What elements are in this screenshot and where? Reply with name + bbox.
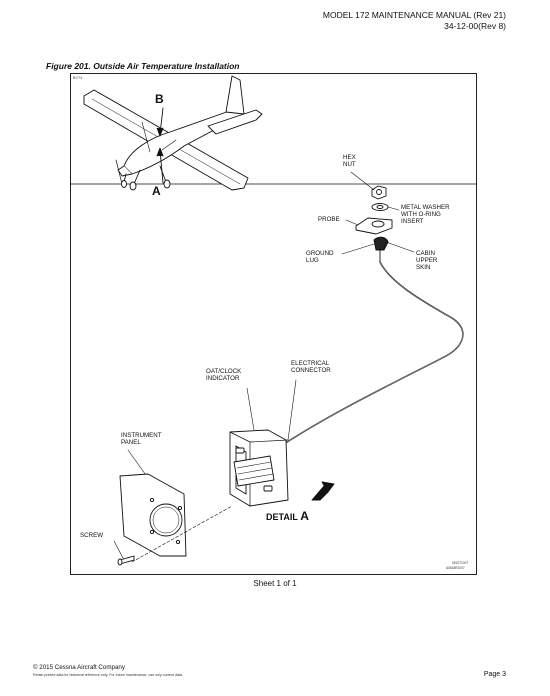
label-oat-clock-indicator: OAT/CLOCK INDICATOR xyxy=(206,368,242,383)
probe-cable xyxy=(283,261,464,445)
sheet-number: Sheet 1 of 1 xyxy=(253,579,297,588)
label-metal-washer: METAL WASHER WITH O-RING INSERT xyxy=(401,204,450,226)
instrument-panel xyxy=(119,473,187,557)
hex-nut xyxy=(371,185,387,200)
figure-frame xyxy=(70,73,477,575)
callout-b: B xyxy=(155,92,164,106)
callout-a: A xyxy=(152,184,161,198)
art-id: B1774 xyxy=(73,76,83,80)
drawing-id-1: 0510T1007 xyxy=(452,561,469,565)
label-instrument-panel: INSTRUMENT PANEL xyxy=(121,432,162,447)
label-hex-nut: HEX NUT xyxy=(343,154,356,169)
label-cabin-skin: CABIN UPPER SKIN xyxy=(416,250,438,272)
metal-washer xyxy=(371,203,389,211)
aircraft-stabilizer xyxy=(207,109,263,135)
label-electrical-connector: ELECTRICAL CONNECTOR xyxy=(291,360,331,375)
detail-a-label: DETAIL A xyxy=(266,509,309,523)
aircraft-tail xyxy=(225,75,245,115)
page-number: Page 3 xyxy=(483,671,506,678)
ground-lug xyxy=(373,236,389,251)
copyright: © 2015 Cessna Aircraft Company xyxy=(33,664,125,671)
drawing-id-2: A0618R1007 xyxy=(446,566,465,570)
page-header: MODEL 172 MAINTENANCE MANUAL (Rev 21) 34… xyxy=(323,10,506,32)
label-ground-lug: GROUND LUG xyxy=(306,250,334,265)
manual-title: MODEL 172 MAINTENANCE MANUAL (Rev 21) xyxy=(322,10,506,20)
retain-notice: Retain printed data for historical refer… xyxy=(33,673,183,677)
figure-title: Figure 201. Outside Air Temperature Inst… xyxy=(46,61,240,71)
section-number: 34-12-00(Rev 8) xyxy=(444,21,506,31)
label-screw: SCREW xyxy=(80,532,104,539)
label-probe: PROBE xyxy=(318,216,340,223)
